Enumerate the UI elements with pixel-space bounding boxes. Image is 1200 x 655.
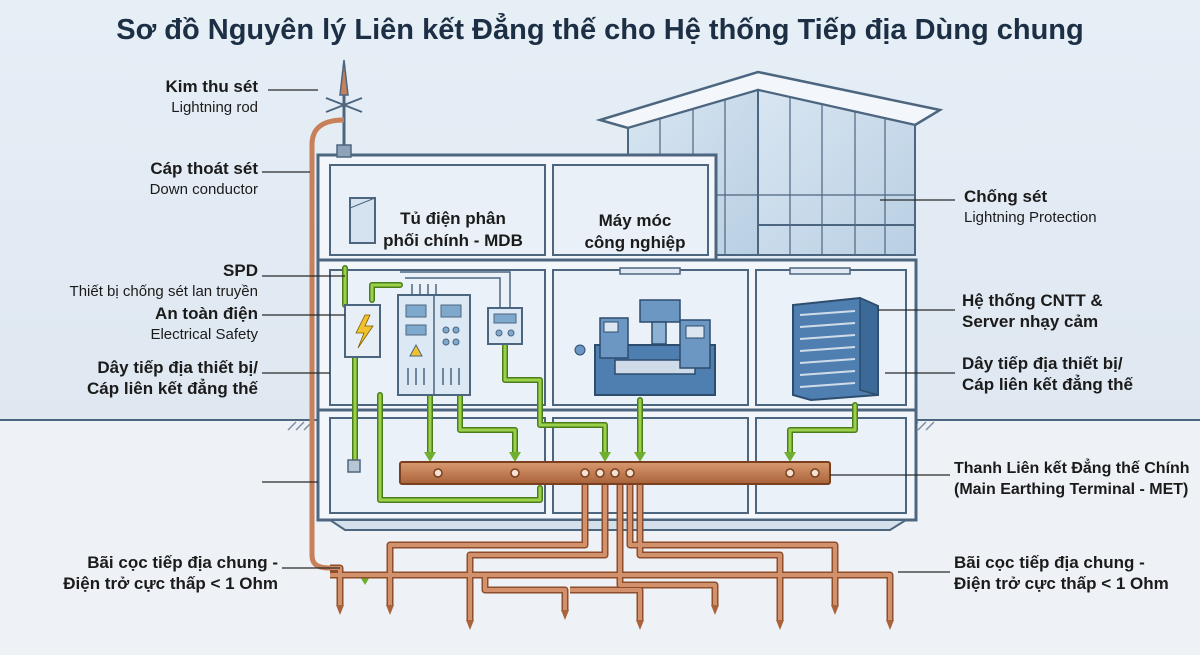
label-ground-left-line1: Bãi cọc tiếp địa chung - [87, 553, 278, 572]
spd-box [344, 304, 381, 473]
label-spd-vi: SPD [223, 261, 258, 280]
ground-rod-tips [336, 605, 894, 630]
room-label-mdb: Tủ điện phân phối chính - MDB [368, 208, 538, 252]
mdb-cabinet [397, 294, 523, 396]
room-label-mdb-line2: phối chính - MDB [383, 231, 523, 250]
room-label-mdb-line1: Tủ điện phân [400, 209, 506, 228]
label-bonding-left-line1: Dây tiếp địa thiết bị/ [97, 358, 258, 377]
down-conductor [309, 117, 345, 571]
label-ground-right-line2: Điện trở cực thấp < 1 Ohm [954, 574, 1169, 593]
label-met-line1: Thanh Liên kết Đẳng thế Chính [954, 460, 1190, 477]
label-lightning-rod: Kim thu sét Lightning rod [40, 76, 258, 118]
label-spd: SPD Thiết bị chống sét lan truyền [20, 260, 258, 302]
label-it-system: Hệ thống CNTT & Server nhạy cảm [962, 290, 1192, 332]
label-down-conductor-en: Down conductor [149, 181, 258, 198]
room-label-machine: Máy móc công nghiệp [575, 210, 695, 254]
room-label-machine-line2: công nghiệp [584, 233, 686, 252]
ground-grid [330, 483, 892, 620]
label-down-conductor-vi: Cáp thoát sét [150, 159, 258, 178]
label-electrical-safety-vi: An toàn điện [155, 304, 258, 323]
room-label-machine-line1: Máy móc [598, 211, 672, 230]
label-bonding-left: Dây tiếp địa thiết bị/ Cáp liên kết đẳng… [20, 357, 258, 399]
label-lightning-protection-en: Lightning Protection [964, 209, 1097, 226]
label-bonding-left-line2: Cáp liên kết đẳng thế [87, 379, 258, 398]
label-electrical-safety-en: Electrical Safety [150, 326, 258, 343]
label-lightning-protection-vi: Chống sét [964, 187, 1048, 206]
label-bonding-right-line1: Dây tiếp địa thiết bị/ [962, 354, 1123, 373]
label-it-system-line2: Server nhạy cảm [962, 312, 1099, 331]
leader-lines [262, 89, 955, 573]
label-ground-right-line1: Bãi cọc tiếp địa chung - [954, 553, 1145, 572]
control-cables [400, 271, 511, 310]
label-bonding-right: Dây tiếp địa thiết bị/ Cáp liên kết đẳng… [962, 353, 1192, 395]
lightning-rod-icon [325, 59, 363, 158]
label-met-line2: (Main Earthing Terminal - MET) [954, 481, 1189, 498]
main-earthing-terminal [399, 461, 831, 485]
ceiling-lights [619, 267, 851, 275]
label-ground-right: Bãi cọc tiếp địa chung - Điện trở cực th… [954, 552, 1194, 594]
label-lightning-rod-en: Lightning rod [171, 99, 258, 116]
label-met: Thanh Liên kết Đẳng thế Chính (Main Eart… [954, 458, 1194, 500]
page-title: Sơ đồ Nguyên lý Liên kết Đẳng thế cho Hệ… [116, 14, 1084, 46]
bonding-wires [343, 266, 857, 502]
window [349, 197, 376, 244]
label-spd-en: Thiết bị chống sét lan truyền [69, 283, 258, 300]
label-ground-left: Bãi cọc tiếp địa chung - Điện trở cực th… [20, 552, 278, 594]
server-rack-icon [792, 296, 879, 402]
label-down-conductor: Cáp thoát sét Down conductor [40, 158, 258, 200]
label-ground-left-line2: Điện trở cực thấp < 1 Ohm [63, 574, 278, 593]
label-bonding-right-line2: Cáp liên kết đẳng thế [962, 375, 1133, 394]
industrial-machine-icon [574, 299, 716, 396]
label-lightning-protection: Chống sét Lightning Protection [964, 186, 1184, 228]
label-it-system-line1: Hệ thống CNTT & [962, 291, 1103, 310]
label-lightning-rod-vi: Kim thu sét [165, 77, 258, 96]
label-electrical-safety: An toàn điện Electrical Safety [40, 303, 258, 345]
